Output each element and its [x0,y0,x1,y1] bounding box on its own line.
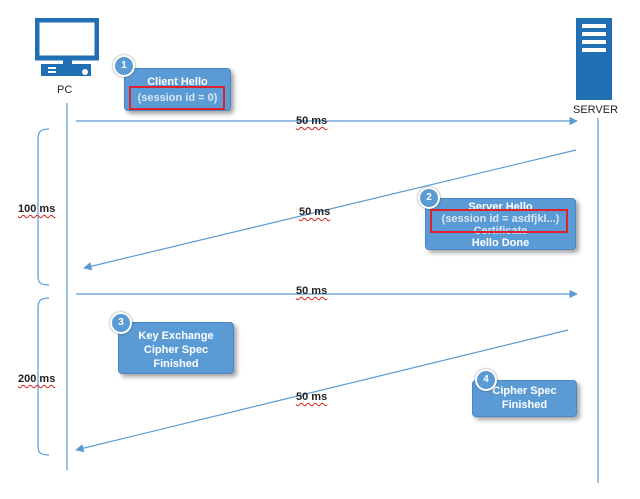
server-tower-icon [576,18,612,100]
session-highlight-1 [129,86,225,110]
latency-label-1: 50 ms [296,115,328,127]
server-hello-done: Hello Done [471,237,530,249]
session-highlight-2 [430,209,568,233]
latency-label-4: 50 ms [296,391,328,403]
bracket-round-trip-2 [37,297,50,456]
round-trip-label-2: 200 ms [18,373,56,385]
server-label: SERVER [573,104,619,116]
bracket-round-trip-1 [37,128,50,286]
cipher-spec-line-2: Finished [501,399,548,411]
client-label: PC [57,84,73,96]
latency-label-2: 50 ms [299,206,331,218]
cipher-spec-line-1: Cipher Spec [492,385,557,397]
client-hello-box: Client Hello (session id = 0) [124,68,231,111]
desktop-computer-icon [35,18,99,76]
server-hello-session: (session id = asdfjkl...) [441,213,560,225]
step-badge-2: 2 [418,187,440,209]
round-trip-label-1: 100 ms [18,203,56,215]
arrow-server-hello [83,149,577,271]
key-exchange-line-2: Cipher Spec [143,344,209,356]
step-badge-3: 3 [110,312,132,334]
key-exchange-line-1: Key Exchange [138,330,214,342]
key-exchange-box: Key Exchange Cipher Spec Finished [118,322,234,374]
step-badge-1: 1 [113,55,135,77]
client-hello-session: (session id = 0) [137,92,218,104]
step-badge-4: 4 [475,369,497,391]
latency-label-3: 50 ms [296,285,328,297]
key-exchange-line-3: Finished [153,358,199,370]
arrow-cipher-spec [75,329,569,453]
client-hello-title: Client Hello [147,76,208,88]
